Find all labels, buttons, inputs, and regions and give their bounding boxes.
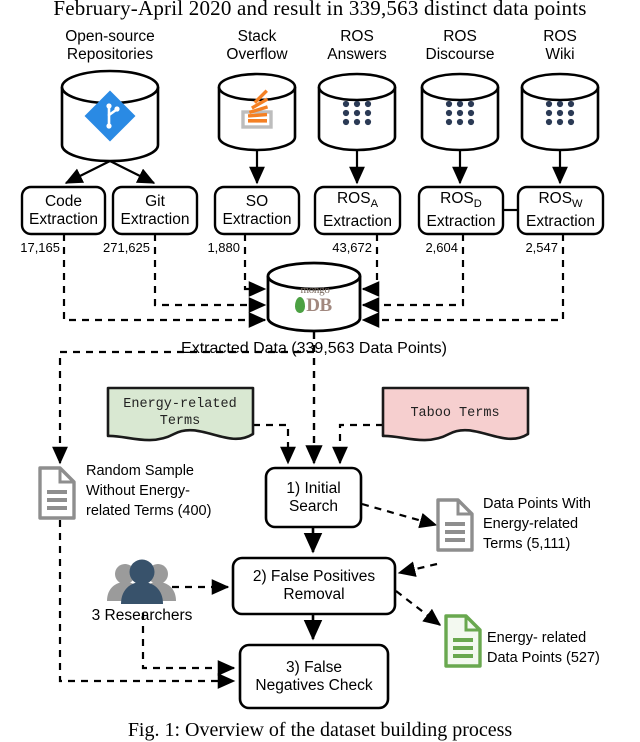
subscript-d: D — [473, 198, 482, 211]
text-energy-related-data-points-doc: Energy- related Data Points (527) — [487, 630, 600, 666]
cylinder-mongodb — [266, 261, 362, 333]
count-code-extraction: 17,165 — [20, 240, 60, 255]
cylinder-ros-answers — [317, 72, 397, 152]
label-git-extraction: Git Extraction — [120, 192, 190, 228]
label-so-extraction: SO Extraction — [222, 192, 292, 228]
dot-grid-icon — [342, 100, 575, 126]
box-false-negatives-check — [238, 643, 390, 710]
count-git-extraction: 271,625 — [103, 240, 150, 255]
database-caption: Extracted Data (339,563 Data Points) — [181, 340, 447, 357]
doc-taboo-terms — [381, 386, 530, 442]
source-label-ros-discourse: ROS Discourse — [425, 28, 495, 63]
source-label-stack-overflow: Stack Overflow — [226, 28, 288, 63]
source-label-ros-answers: ROS Answers — [327, 28, 387, 63]
count-rosw-extraction: 2,547 — [525, 240, 558, 255]
label-false-negatives-check: 3) False Negatives Check — [255, 658, 373, 694]
git-icon — [84, 90, 136, 142]
doc-icon-random-sample — [38, 466, 76, 520]
researchers-label: 3 Researchers — [91, 607, 193, 624]
doc-icon-data-points-with-terms — [436, 498, 474, 552]
box-so-extraction — [213, 185, 301, 236]
label-rosd-extraction: ROSD Extraction — [426, 189, 496, 231]
figure-caption: Fig. 1: Overview of the dataset building… — [127, 719, 513, 741]
label-rosa-extraction: ROSA Extraction — [323, 189, 392, 231]
mongodb-logo: mongo DB — [300, 284, 332, 316]
label-rosw-extraction: ROSW Extraction — [526, 189, 595, 231]
count-rosa-extraction: 43,672 — [332, 240, 372, 255]
researchers-icon — [107, 559, 176, 604]
count-rosd-extraction: 2,604 — [425, 240, 458, 255]
label-initial-search: 1) Initial Search — [286, 479, 341, 515]
subscript-a: A — [370, 198, 379, 211]
stack-overflow-icon — [241, 89, 273, 129]
count-so-extraction: 1,880 — [207, 240, 240, 255]
label-code-extraction: Code Extraction — [29, 192, 98, 228]
cylinder-ros-discourse — [420, 72, 500, 152]
cylinder-ros-wiki — [520, 72, 600, 152]
text-taboo-terms: Taboo Terms — [410, 406, 500, 421]
doc-icon-energy-related-data-points — [444, 614, 482, 668]
text-energy-related-terms: Energy-related Terms — [123, 397, 237, 429]
source-label-ros-wiki: ROS Wiki — [543, 28, 577, 63]
subscript-w: W — [572, 198, 583, 211]
doc-energy-related-terms — [106, 386, 255, 442]
label-false-positives-removal: 2) False Positives Removal — [252, 568, 376, 603]
mongodb-leaf-icon — [295, 297, 305, 313]
page-title: February-April 2020 and result in 339,56… — [53, 0, 587, 20]
source-label-open-source-repositories: Open-source Repositories — [65, 28, 155, 63]
box-rosa-extraction — [313, 185, 402, 236]
text-random-sample-doc: Random Sample Without Energy- related Te… — [86, 463, 212, 519]
text-data-points-with-terms-doc: Data Points With Energy-related Terms (5… — [483, 496, 591, 552]
